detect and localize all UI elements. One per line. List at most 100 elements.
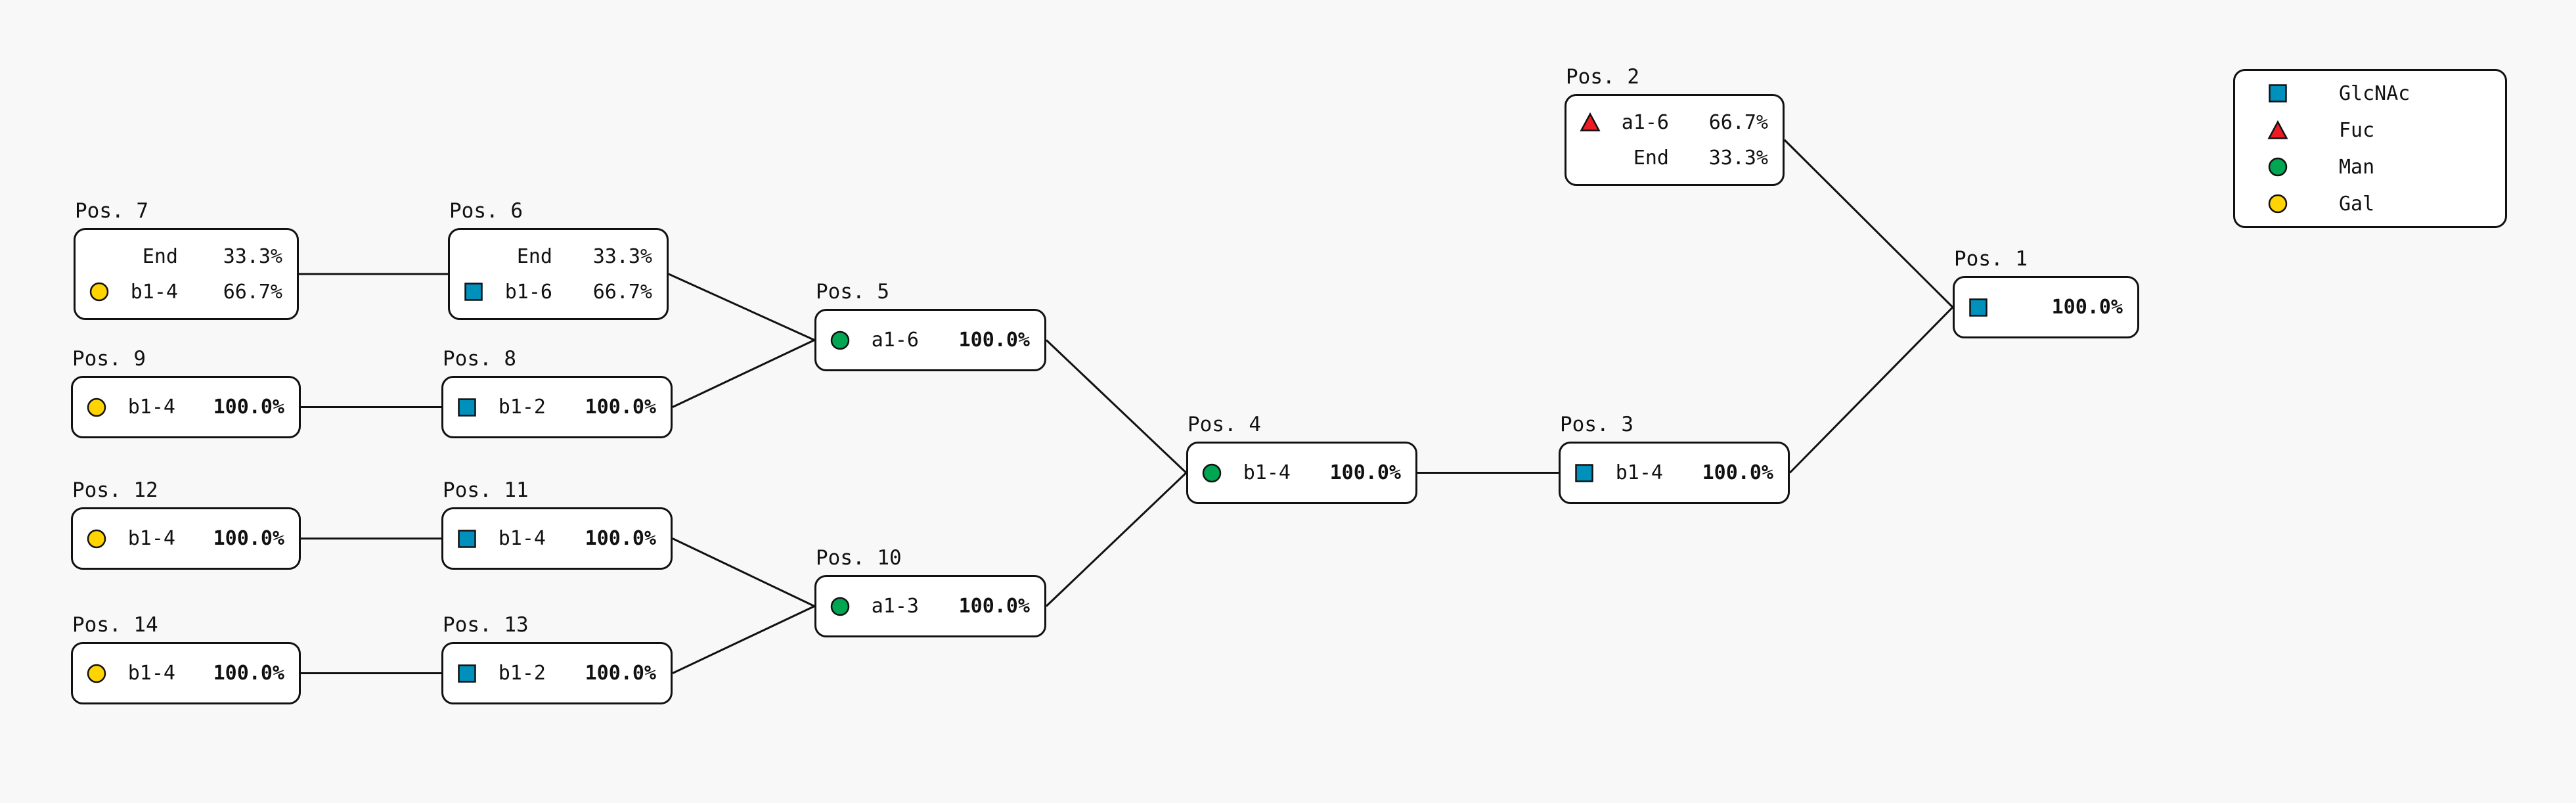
node-row: End 33.3% <box>89 239 282 274</box>
legend-item-man: Man <box>2267 149 2505 185</box>
node-title-pos-14: Pos. 14 <box>72 613 158 637</box>
percentage-label: 100.0% <box>1329 461 1401 484</box>
percentage-label: 33.3% <box>223 244 282 268</box>
edge-pos3-pos1 <box>1788 306 1954 474</box>
node-pos-1: 100.0% <box>1953 276 2139 338</box>
gal-circle-icon <box>2267 193 2339 214</box>
edge-pos6-pos5 <box>668 273 815 341</box>
linkage-label: End <box>142 244 178 268</box>
gal-circle-icon <box>86 663 124 684</box>
linkage-label: b1-4 <box>127 527 175 550</box>
percentage-label: 100.0% <box>2051 296 2123 319</box>
node-row: b1-6 66.7% <box>463 274 652 310</box>
edge-pos11-pos10 <box>672 538 815 607</box>
glcnac-square-icon <box>1968 297 2003 318</box>
gal-circle-icon <box>86 397 124 418</box>
node-title-pos-12: Pos. 12 <box>72 478 158 502</box>
legend-label: Gal <box>2339 192 2375 216</box>
node-pos-13: b1-2 100.0% <box>441 642 673 704</box>
percentage-label: 66.7% <box>592 280 652 304</box>
linkage-label: End <box>1633 146 1669 170</box>
percentage-label: 100.0% <box>213 527 284 550</box>
linkage-label: a1-6 <box>871 329 919 352</box>
percentage-label: 66.7% <box>1708 110 1768 134</box>
node-title-pos-5: Pos. 5 <box>816 280 889 304</box>
percentage-label: 100.0% <box>958 595 1030 618</box>
linkage-label: b1-6 <box>504 280 552 304</box>
linkage-label: a1-3 <box>871 595 919 618</box>
glcnac-square-icon <box>456 397 495 418</box>
percentage-label: 100.0% <box>213 396 284 419</box>
node-pos-2: a1-6 66.7% End 33.3% <box>1565 94 1785 186</box>
man-circle-icon <box>2267 156 2339 177</box>
edge-pos10-pos4 <box>1045 472 1188 607</box>
node-pos-7: End 33.3% b1-4 66.7% <box>74 228 299 320</box>
fuc-triangle-icon <box>2267 120 2339 141</box>
node-row: b1-4 100.0% <box>456 521 656 557</box>
gal-circle-icon <box>86 528 124 549</box>
fuc-triangle-icon <box>1580 112 1618 133</box>
node-row: b1-4 100.0% <box>86 521 284 557</box>
node-pos-4: b1-4 100.0% <box>1186 442 1417 504</box>
node-pos-12: b1-4 100.0% <box>71 507 301 570</box>
legend-label: GlcNAc <box>2339 81 2410 105</box>
linkage-label: b1-4 <box>127 396 175 419</box>
node-title-pos-11: Pos. 11 <box>443 478 529 502</box>
linkage-label: End <box>516 244 552 268</box>
node-title-pos-4: Pos. 4 <box>1188 413 1261 436</box>
node-title-pos-9: Pos. 9 <box>72 347 146 371</box>
node-pos-11: b1-4 100.0% <box>441 507 673 570</box>
node-title-pos-13: Pos. 13 <box>443 613 529 637</box>
node-row: a1-6 66.7% <box>1580 104 1768 140</box>
edge-pos5-pos4 <box>1045 339 1188 474</box>
glcnac-square-icon <box>2267 83 2339 104</box>
legend-label: Man <box>2339 155 2375 179</box>
percentage-label: 100.0% <box>213 662 284 685</box>
node-row: 100.0% <box>1968 290 2123 325</box>
percentage-label: 66.7% <box>223 280 282 304</box>
node-row: b1-4 100.0% <box>1201 455 1401 491</box>
edge-pos2-pos1 <box>1783 139 1954 308</box>
node-pos-10: a1-3 100.0% <box>814 575 1046 637</box>
node-title-pos-8: Pos. 8 <box>443 347 516 371</box>
legend-item-glcnac: GlcNAc <box>2267 75 2505 112</box>
linkage-label: b1-4 <box>130 280 178 304</box>
percentage-label: 100.0% <box>585 662 656 685</box>
linkage-label: a1-6 <box>1621 110 1669 134</box>
node-title-pos-3: Pos. 3 <box>1560 413 1633 436</box>
percentage-label: 33.3% <box>1708 146 1768 170</box>
linkage-label: b1-4 <box>1615 461 1663 484</box>
legend-label: Fuc <box>2339 118 2375 142</box>
linkage-label: b1-4 <box>498 527 546 550</box>
glcnac-square-icon <box>456 528 495 549</box>
percentage-label: 100.0% <box>585 527 656 550</box>
man-circle-icon <box>830 330 868 351</box>
node-title-pos-6: Pos. 6 <box>449 199 523 223</box>
node-row: b1-4 100.0% <box>86 390 284 425</box>
node-row: End 33.3% <box>1580 140 1768 175</box>
gal-circle-icon <box>89 281 127 302</box>
percentage-label: 100.0% <box>585 396 656 419</box>
node-title-pos-2: Pos. 2 <box>1566 65 1639 89</box>
node-row: a1-3 100.0% <box>830 589 1030 624</box>
glcnac-square-icon <box>463 281 501 302</box>
percentage-label: 100.0% <box>1702 461 1773 484</box>
man-circle-icon <box>830 596 868 617</box>
node-pos-3: b1-4 100.0% <box>1559 442 1790 504</box>
node-row: a1-6 100.0% <box>830 323 1030 358</box>
node-pos-5: a1-6 100.0% <box>814 309 1046 371</box>
linkage-label: b1-4 <box>1243 461 1291 484</box>
node-pos-9: b1-4 100.0% <box>71 376 301 438</box>
glcnac-square-icon <box>456 663 495 684</box>
node-row: b1-2 100.0% <box>456 656 656 691</box>
legend-item-gal: Gal <box>2267 185 2505 222</box>
edge-pos8-pos5 <box>672 339 815 408</box>
percentage-label: 100.0% <box>958 329 1030 352</box>
linkage-label: b1-2 <box>498 662 546 685</box>
